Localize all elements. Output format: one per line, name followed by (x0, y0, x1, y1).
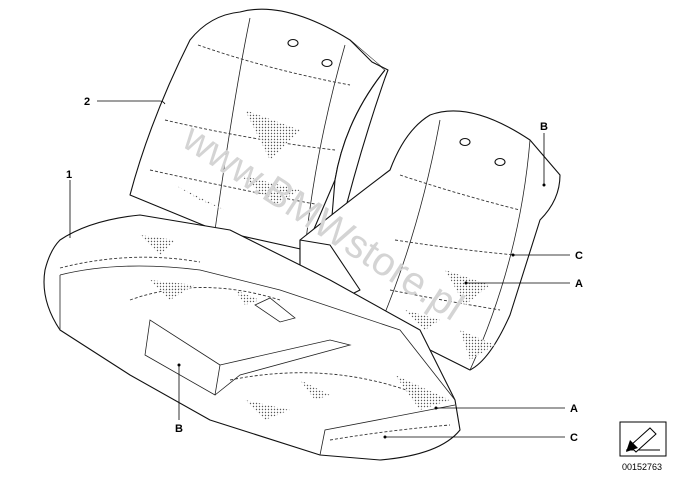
leader-lines (69, 100, 570, 439)
callout-a-bottom: A (570, 403, 578, 415)
part-number: 00152763 (622, 462, 662, 472)
left-backrest (129, 8, 389, 251)
callout-c-bottom: C (570, 432, 578, 444)
seat-cushion (43, 214, 461, 461)
callout-2: 2 (84, 96, 90, 108)
callout-1: 1 (66, 169, 72, 181)
callout-a-top: A (575, 278, 583, 290)
callout-b-top: B (540, 121, 548, 133)
callout-b-bottom: B (175, 423, 183, 435)
callout-c-top: C (575, 250, 583, 262)
arrow-box-icon (619, 421, 667, 457)
